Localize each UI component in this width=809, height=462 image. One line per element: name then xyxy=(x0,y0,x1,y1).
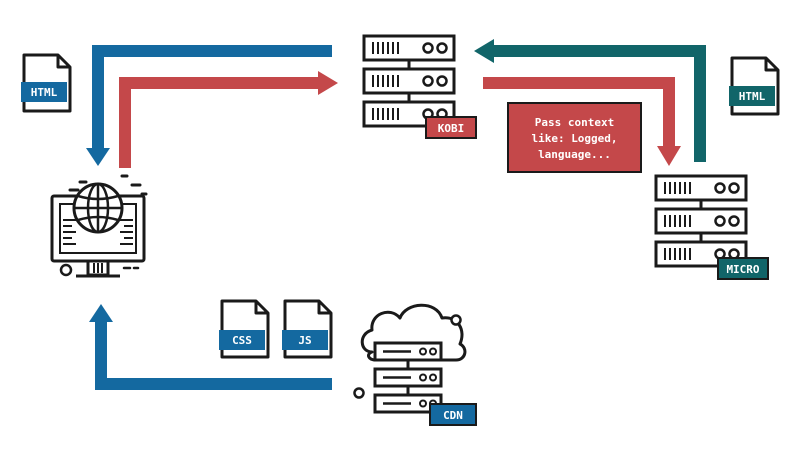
note-line-2: like: Logged, xyxy=(531,132,617,145)
arrow-cdn-to-browser xyxy=(89,304,332,390)
micro-label: MICRO xyxy=(726,263,759,276)
arrow-micro-to-kobi xyxy=(474,39,706,162)
kobi-server-icon xyxy=(362,34,456,128)
cdn-cloud-server-icon xyxy=(353,303,467,414)
arrow-kobi-to-browser xyxy=(86,45,332,166)
micro-badge: MICRO xyxy=(717,257,769,280)
html-file-icon-right: HTML xyxy=(729,56,780,116)
kobi-badge: KOBI xyxy=(425,116,477,139)
kobi-label: KOBI xyxy=(438,122,465,135)
js-file-label: JS xyxy=(298,334,311,347)
html-file-icon-left: HTML xyxy=(21,53,72,113)
html-file-label-right: HTML xyxy=(739,90,766,103)
cdn-label: CDN xyxy=(443,409,463,422)
micro-server-icon xyxy=(654,174,748,268)
note-line-1: Pass context xyxy=(535,116,614,129)
arrow-kobi-to-micro xyxy=(483,77,681,166)
css-file-label: CSS xyxy=(232,334,252,347)
note-line-3: language... xyxy=(538,148,611,161)
css-file-icon: CSS xyxy=(219,299,270,359)
computer-globe-icon xyxy=(50,174,148,278)
html-file-label-left: HTML xyxy=(31,86,58,99)
context-note: Pass context like: Logged, language... xyxy=(507,102,642,173)
arrow-browser-to-kobi xyxy=(119,71,338,168)
cdn-badge: CDN xyxy=(429,403,477,426)
js-file-icon: JS xyxy=(282,299,333,359)
